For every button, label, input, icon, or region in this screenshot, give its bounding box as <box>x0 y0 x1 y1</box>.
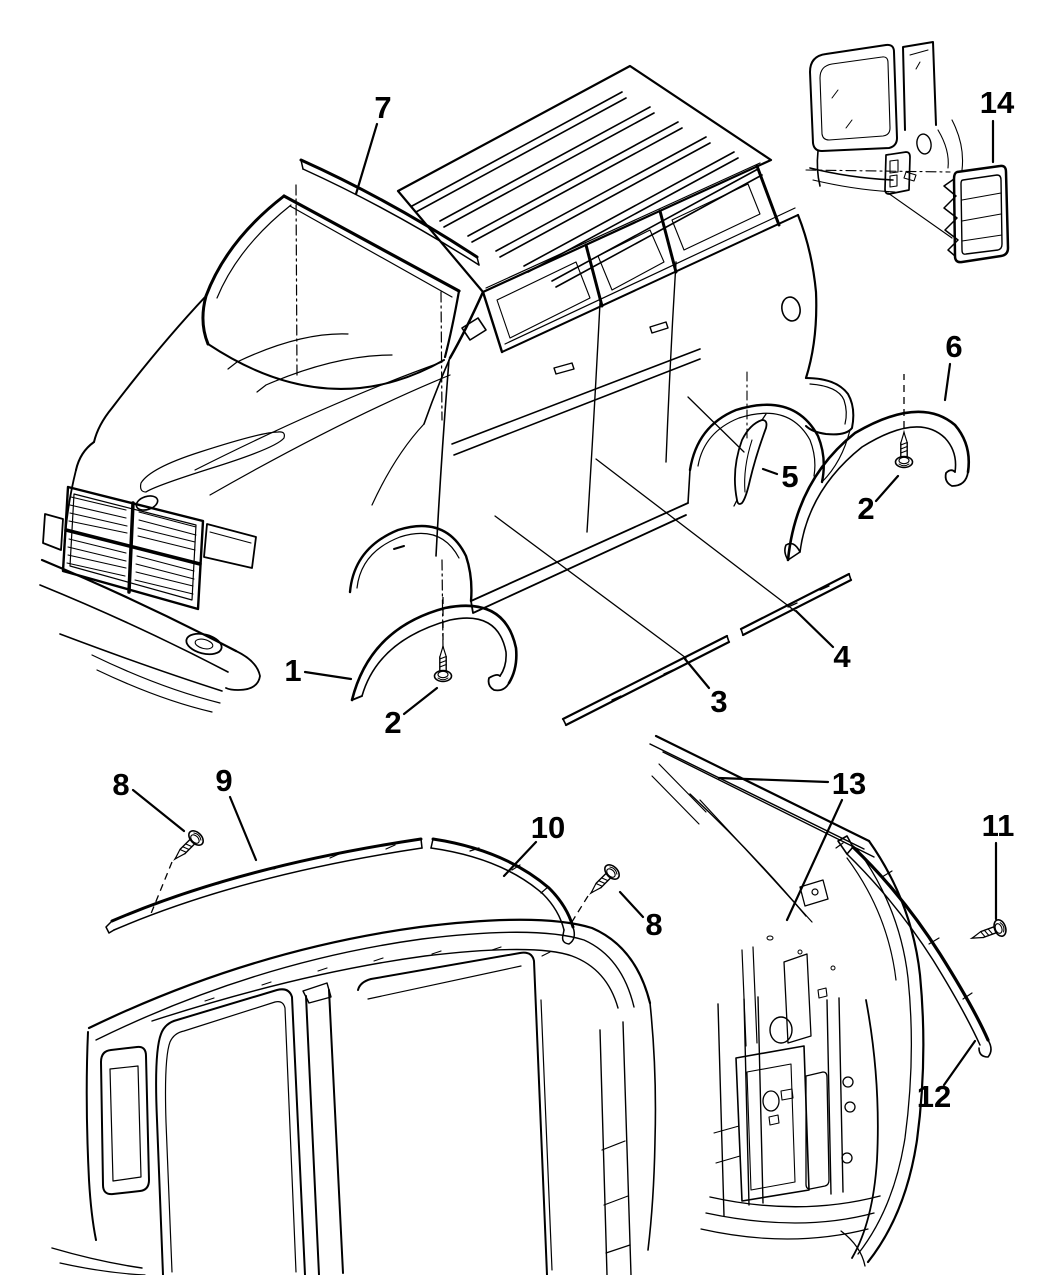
bodyside-molding-strips <box>561 572 853 727</box>
callout-10-label: 10 <box>531 810 565 845</box>
callout-3-label: 3 <box>710 684 727 719</box>
callout-8-rear-label: 8 <box>645 907 662 942</box>
roof-panel <box>396 64 773 294</box>
b-pillar-trim-part <box>733 413 768 507</box>
opening-weatherstrip-flange <box>846 839 925 1264</box>
rear-quarter-structure <box>599 1021 632 1275</box>
cab-body-edges <box>51 1031 146 1275</box>
quarter-windows <box>809 41 937 152</box>
callout-6-label: 6 <box>945 329 962 364</box>
callout-4-leader-0 <box>794 609 835 649</box>
windshield-upper-molding-part <box>299 158 480 266</box>
callout-6-leader-0 <box>943 362 952 402</box>
cab-roofline <box>87 918 657 1251</box>
callout-14-label: 14 <box>980 85 1015 120</box>
callout-2-rear-label: 2 <box>857 491 874 526</box>
b-pillar <box>302 982 344 1275</box>
grille <box>61 485 205 611</box>
callout-8-front-leader-0 <box>131 788 186 833</box>
screw-2-rear-icon <box>894 431 914 469</box>
callout-3-leader-0 <box>683 657 711 690</box>
headlamp <box>203 523 257 569</box>
front-drip-molding-part <box>105 837 423 934</box>
callout-13-leader-0 <box>717 776 830 784</box>
rear-drip-molding-part <box>430 837 576 945</box>
rear-corner-detail-view <box>805 41 1010 264</box>
callout-13-label: 13 <box>832 766 866 801</box>
callout-13-leader-1 <box>785 798 844 922</box>
callout-10-leader-0 <box>502 840 538 878</box>
screw-8-rear-dash-leader <box>569 895 589 926</box>
inner-panel-structure <box>700 935 881 1267</box>
callout-5-label: 5 <box>781 459 798 494</box>
screw-2-front-icon <box>433 645 453 683</box>
pillar-molding-part <box>835 835 992 1058</box>
callout-12-leader-0 <box>942 1039 977 1087</box>
callout-4-label: 4 <box>833 639 851 674</box>
callout-9-leader-0 <box>228 795 258 862</box>
windshield <box>201 184 461 649</box>
front-wheel-opening <box>348 524 473 603</box>
hood <box>63 290 485 553</box>
callout-5-leader-0 <box>761 467 779 476</box>
screw-8-rear-icon <box>583 861 623 901</box>
callout-1-label: 1 <box>284 653 301 688</box>
screws-layer <box>149 374 1009 948</box>
cab-side-view <box>51 837 657 1275</box>
body-side <box>435 164 799 614</box>
liftgate-opening-view <box>649 734 992 1267</box>
front-wheel-flare-part <box>350 604 518 702</box>
callout-8-front-label: 8 <box>112 767 129 802</box>
callout-1-leader-0 <box>303 670 353 681</box>
callout-2-rear-leader-0 <box>874 474 900 503</box>
callout-7-label: 7 <box>374 90 391 125</box>
screw-8-front-icon <box>167 827 207 867</box>
callout-8-rear-leader-0 <box>618 890 645 919</box>
vent-grille-part <box>943 164 1010 264</box>
callout-7-leader-0 <box>354 122 379 196</box>
front-door-opening <box>155 988 306 1275</box>
callout-9-label: 9 <box>215 763 232 798</box>
cab-front-quarter-window <box>100 1045 150 1196</box>
rear-door-opening <box>357 951 553 1275</box>
rear-wheel-flare-part <box>784 410 970 562</box>
front-bumper <box>39 558 261 713</box>
screw-8-front-dash-leader <box>149 861 173 917</box>
corner-lamp <box>42 513 64 551</box>
callout-12-label: 12 <box>917 1079 951 1114</box>
corner-leader-lines <box>805 169 953 239</box>
rear-quarter <box>687 213 855 504</box>
screw-11-icon <box>968 917 1009 948</box>
vent-mount-bracket <box>884 151 917 195</box>
callout-2-front-leader-0 <box>402 686 439 716</box>
callout-11-label: 11 <box>982 808 1015 843</box>
roof-side-rail <box>649 734 875 923</box>
aux-leader-lines <box>494 396 796 659</box>
callout-2-front-label: 2 <box>384 705 401 740</box>
main-vehicle-view <box>39 64 970 727</box>
